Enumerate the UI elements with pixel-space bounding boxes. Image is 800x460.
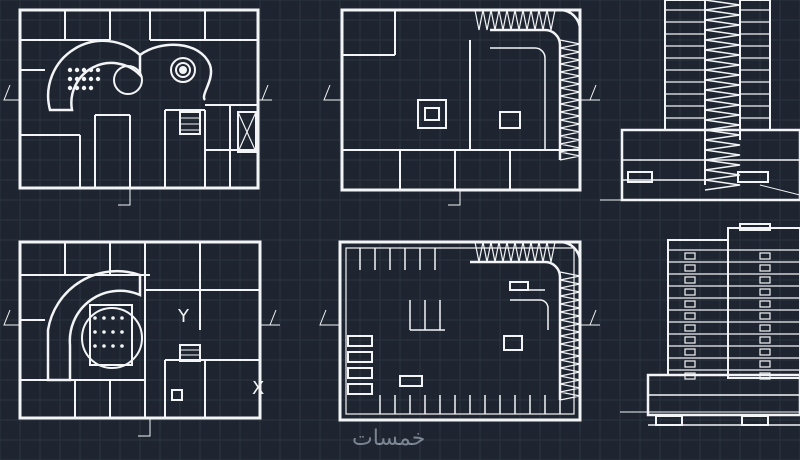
atrium-dot <box>93 330 97 334</box>
window <box>684 336 696 344</box>
atrium-dot <box>74 67 80 73</box>
window <box>684 372 696 380</box>
window <box>759 264 771 272</box>
ramp-hatch <box>474 9 556 31</box>
watermark-logo: خمسات <box>352 426 426 451</box>
atrium-dot <box>102 330 106 334</box>
axis-letter: Y <box>177 306 190 327</box>
atrium-dot <box>81 76 87 82</box>
window <box>759 252 771 260</box>
window <box>684 288 696 296</box>
floor-plan-b[interactable] <box>323 8 600 206</box>
section-elevation-b[interactable] <box>620 223 800 426</box>
atrium-dot <box>95 67 101 73</box>
atrium-dot <box>74 85 80 91</box>
floor-plan-c-dots <box>93 316 124 348</box>
ramp-hatch <box>559 39 581 161</box>
window <box>759 336 771 344</box>
window <box>684 264 696 272</box>
atrium-dot <box>88 85 94 91</box>
atrium-dot <box>67 76 73 82</box>
atrium-dot <box>93 316 97 320</box>
atrium-dot <box>81 67 87 73</box>
window <box>684 252 696 260</box>
ramp-hatching-b <box>474 9 581 161</box>
atrium-dot <box>67 67 73 73</box>
window <box>684 324 696 332</box>
window <box>759 348 771 356</box>
window <box>759 372 771 380</box>
window <box>684 276 696 284</box>
atrium-dot <box>102 316 106 320</box>
zigzag-stair <box>704 0 741 191</box>
atrium-dot <box>88 67 94 73</box>
atrium-dot <box>120 316 124 320</box>
atrium-dot <box>88 76 94 82</box>
window <box>759 324 771 332</box>
atrium-dot <box>102 344 106 348</box>
atrium-dot <box>74 76 80 82</box>
window <box>684 348 696 356</box>
atrium-dot <box>67 85 73 91</box>
tower-floor-lines-b <box>668 249 800 380</box>
floor-plan-c[interactable] <box>3 240 280 437</box>
atrium-dot <box>120 344 124 348</box>
cross-mark: X <box>252 378 264 399</box>
atrium-dot <box>95 76 101 82</box>
floor-plan-a[interactable] <box>3 8 272 206</box>
atrium-dot <box>120 330 124 334</box>
atrium-dot <box>111 344 115 348</box>
atrium-dot <box>81 85 87 91</box>
atrium-dot <box>93 344 97 348</box>
window <box>759 300 771 308</box>
ramp-hatching-d <box>474 241 581 401</box>
ramp-hatch <box>704 0 741 191</box>
floor-plan-a-dots <box>67 67 101 91</box>
ramp-hatch <box>559 271 581 401</box>
window <box>759 276 771 284</box>
tower-floor-lines-a <box>665 9 770 119</box>
parking-plan-d[interactable] <box>319 240 600 422</box>
ramp-hatch <box>474 241 556 263</box>
window <box>759 360 771 368</box>
atrium-dot <box>111 316 115 320</box>
window <box>684 300 696 308</box>
parking-bay-lines <box>359 248 561 414</box>
atrium-dot <box>111 330 115 334</box>
window <box>759 288 771 296</box>
window <box>759 312 771 320</box>
window <box>684 312 696 320</box>
window <box>684 360 696 368</box>
